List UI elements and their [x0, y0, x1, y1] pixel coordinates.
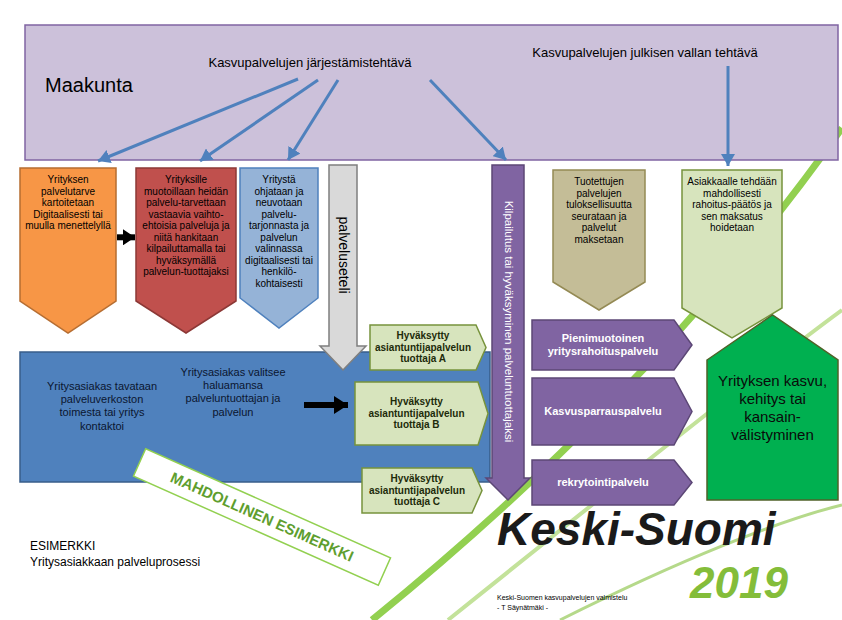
service-arrow-fill	[532, 320, 692, 370]
year-wordmark: 2019	[690, 558, 788, 609]
service-arrow-fill	[532, 460, 692, 505]
box-text: Tuotettujen palvelujen tuloksellisuutta …	[557, 176, 641, 245]
author-note: Keski-Suomen kasvupalvelujen valmistelu	[497, 594, 627, 602]
box-text: Yritystä ohjataan ja neuvotaan palvelu-t…	[244, 174, 314, 289]
box-text: Kasvupalvelujen järjestämistehtävä	[165, 55, 455, 71]
assignment-arrow	[200, 80, 318, 161]
box-text: Yritysasiakas valitsee haluamansa palvel…	[168, 366, 298, 419]
example-note: ESIMERKKI	[30, 540, 95, 554]
box-text: palveluseteli	[334, 169, 352, 342]
tendering-arrow-fill	[486, 165, 530, 500]
assignment-arrow	[98, 79, 298, 161]
box-text: Yrityksille muotoillaan heidän palvelu-t…	[140, 174, 232, 278]
box-text: Hyväksytty asiantuntijapalvelun tuottaja…	[359, 396, 474, 431]
customer-band-fill	[20, 352, 490, 482]
process-pentagon: Tuotettujen palvelujen tuloksellisuutta …	[553, 170, 645, 310]
voucher-arrow-fill	[320, 165, 366, 370]
provider-arrow-fill	[355, 382, 488, 445]
service-arrow: rekrytointipalvelu	[532, 460, 692, 505]
process-pentagon-fill	[682, 170, 782, 338]
voucher-arrow: palveluseteli	[320, 165, 366, 370]
heading-text: Yritysasiakas tavataan palveluverkoston …	[42, 380, 162, 433]
box-text: Asiakkaalle tehdään mahdollisesti rahoit…	[686, 176, 778, 234]
provider-arrow-fill	[362, 468, 482, 513]
outcome-house: Yrityksen kasvu, kehitys tai kansain-väl…	[707, 315, 838, 500]
process-pentagon-fill	[20, 168, 116, 333]
authority-arrow	[727, 66, 730, 166]
process-pentagon: Yrityksen palvelutarve kartoitetaan Digi…	[20, 168, 116, 333]
assignment-arrow	[288, 80, 338, 160]
process-pentagon-fill	[240, 168, 318, 328]
process-pentagon-fill	[136, 168, 236, 333]
choice-arrow	[304, 402, 348, 408]
region-band: Maakunta Kasvupalvelujen järjestämistehtä…	[25, 25, 838, 160]
process-pentagon: Asiakkaalle tehdään mahdollisesti rahoit…	[682, 170, 782, 338]
service-arrow: Pienimuotoinen yritysrahoituspalvelu	[532, 320, 692, 370]
box-text: Yrityksen palvelutarve kartoitetaan Digi…	[24, 174, 112, 232]
outcome-house-outline	[707, 315, 838, 500]
box-text: rekrytointipalvelu	[536, 476, 670, 489]
heading-text: Maakunta	[45, 73, 195, 97]
service-arrow-fill	[532, 378, 692, 445]
region-wordmark: Keski-Suomi	[497, 503, 776, 556]
process-pentagon-fill	[553, 170, 645, 310]
provider-arrow: Hyväksytty asiantuntijapalvelun tuottaja…	[362, 468, 482, 513]
box-text: Pienimuotoinen yritysrahoituspalvelu	[536, 332, 670, 357]
box-text: Kilpailutus tai hyväksyminen palveluntuo…	[501, 169, 516, 474]
region-band-fill	[25, 25, 838, 160]
tendering-arrow: Kilpailutus tai hyväksyminen palveluntuo…	[486, 165, 530, 500]
author-note: - T Säynätmäki -	[497, 604, 548, 612]
process-pentagon: Yritystä ohjataan ja neuvotaan palvelu-t…	[240, 168, 318, 328]
service-arrow: Kasvusparrauspalvelu	[532, 378, 692, 445]
example-note: Yritysasiakkaan palveluprosessi	[30, 556, 200, 570]
box-text: Kasvusparrauspalvelu	[536, 405, 670, 418]
box-text: Yrityksen kasvu, kehitys tai kansain-väl…	[713, 372, 832, 444]
box-text: Hyväksytty asiantuntijapalvelun tuottaja…	[366, 473, 468, 508]
outcome-house-fill	[707, 315, 838, 500]
assignment-arrow	[430, 80, 506, 160]
provider-arrow-fill	[370, 325, 486, 370]
provider-arrow: Hyväksytty asiantuntijapalvelun tuottaja…	[355, 382, 488, 445]
provider-arrow: Hyväksytty asiantuntijapalvelun tuottaja…	[370, 325, 486, 370]
box-text: Kasvupalvelujen julkisen vallan tehtävä	[485, 45, 805, 61]
process-pentagon: Yrityksille muotoillaan heidän palvelu-t…	[136, 168, 236, 333]
flow-connector	[117, 234, 135, 240]
box-text: Hyväksytty asiantuntijapalvelun tuottaja…	[374, 330, 472, 365]
